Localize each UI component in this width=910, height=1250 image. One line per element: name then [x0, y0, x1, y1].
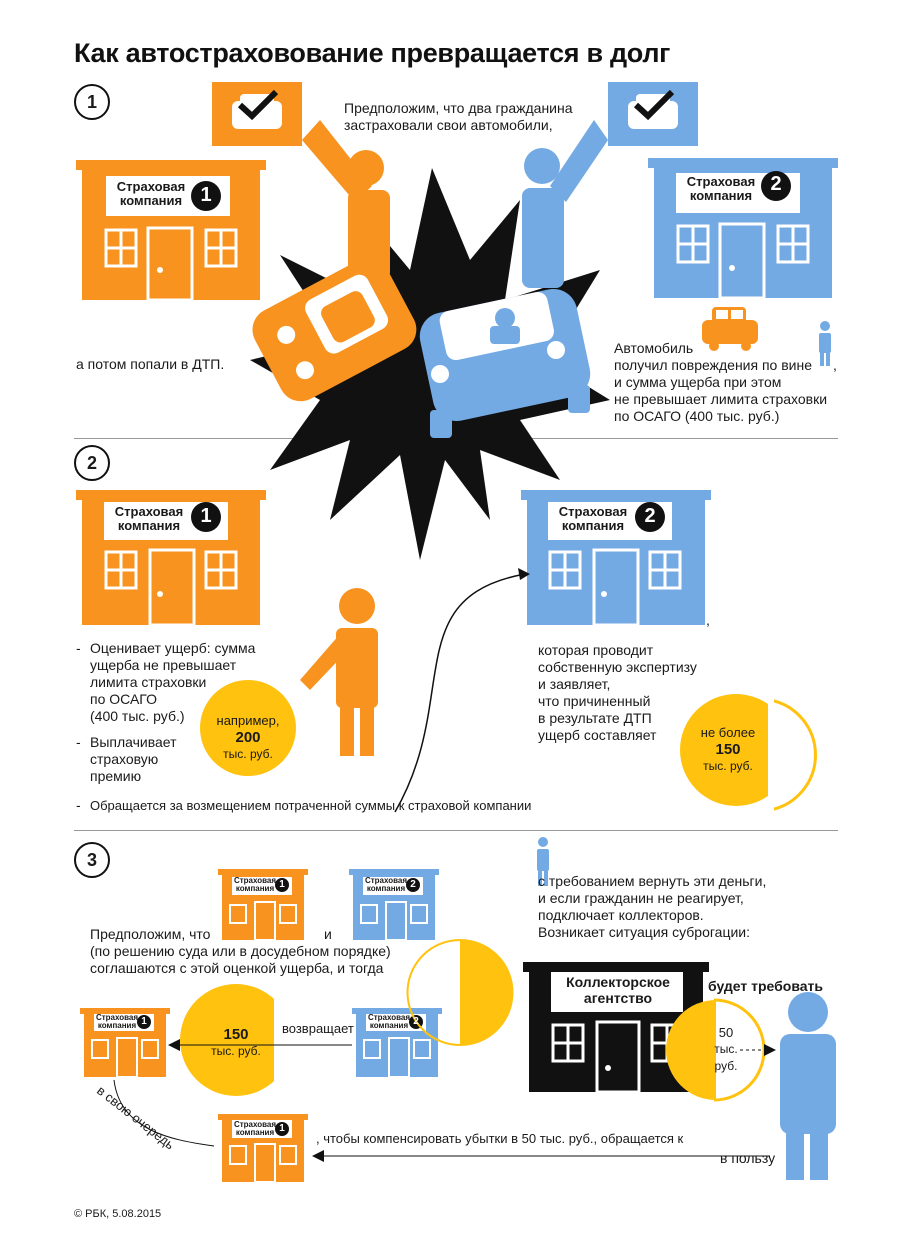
compensate-text: , чтобы компенсировать убытки в 50 тыс. …	[316, 1131, 684, 1146]
dash-2: -	[76, 734, 81, 750]
step-2-badge: 2	[74, 445, 110, 481]
dash-1: -	[76, 640, 81, 656]
amount-200-prefix: например,	[216, 713, 280, 728]
company2-comma: ,	[706, 612, 710, 628]
section-divider-2	[74, 830, 838, 831]
company2-assessment: которая проводит собственную экспертизу …	[538, 642, 697, 743]
damage-line2: получил повреждения по вине	[614, 357, 812, 373]
half-circle-debt-50	[713, 998, 766, 1102]
accident-text: а потом попали в ДТП.	[76, 356, 225, 372]
company-label-line1: Страховая	[367, 1013, 411, 1022]
returns-label: возвращает	[282, 1021, 354, 1036]
mini-num-d: 2	[413, 1016, 419, 1027]
amount-150-prefix: не более	[700, 725, 756, 740]
mini-num-b: 2	[410, 879, 416, 890]
blue-car	[419, 289, 591, 438]
dash-3: -	[76, 797, 81, 813]
return-amount-value: 150	[223, 1026, 249, 1043]
company-label-line2: компания	[689, 188, 753, 203]
suppose-and: и	[324, 926, 332, 942]
amount-200-value: 200	[235, 729, 261, 746]
amount-150-label: не более 150 тыс. руб.	[686, 724, 770, 775]
debt-amount-unit-2: руб.	[714, 1059, 738, 1073]
debt-amount-label: 50 тыс. руб.	[712, 1024, 740, 1075]
blue-citizen-figure	[550, 120, 608, 202]
half-circle-50	[459, 939, 514, 1046]
company-2-number: 2	[770, 173, 782, 195]
company-label-line2: компания	[119, 193, 183, 208]
damage-line3: и сумма ущерба при этом не превышает лим…	[614, 374, 828, 424]
company-label-line1: Страховая	[558, 504, 628, 519]
damage-line2-tail: ,	[833, 357, 837, 373]
amount-150-unit: тыс. руб.	[703, 759, 753, 773]
company-2-label: Страховая компания	[678, 175, 764, 203]
orange-citizen-figure-step2	[300, 588, 378, 756]
company-label-line2: компания	[369, 1021, 409, 1030]
step2-bullet-3: Обращается за возмещением потраченной су…	[90, 798, 532, 813]
will-demand-label: будет требовать	[708, 978, 824, 994]
company-label-line2: компания	[235, 1128, 275, 1137]
intro-text: Предположим, что два гражданина застрахо…	[344, 100, 573, 133]
amount-circle-150	[680, 694, 792, 806]
return-amount-unit: тыс. руб.	[211, 1044, 261, 1058]
company-label-line2: компания	[561, 518, 625, 533]
collector-agency-label-1: Коллекторское	[566, 974, 670, 990]
suppose-text-2: (по решению суда или в досудебном порядк…	[90, 943, 391, 976]
copyright: © РБК, 5.08.2015	[74, 1208, 162, 1220]
company-label-line1: Страховая	[116, 179, 186, 194]
demand-text: с требованием вернуть эти деньги, и если…	[538, 873, 767, 940]
amount-200-label: например, 200 тыс. руб.	[200, 712, 296, 763]
blue-citizen-figure-step3	[780, 992, 836, 1180]
debt-amount-unit-1: тыс.	[714, 1042, 738, 1056]
company-2-number-step2: 2	[644, 505, 656, 527]
small-blue-person-icon	[819, 321, 831, 366]
small-orange-car-icon	[702, 307, 758, 351]
small-blue-person-icon-step3	[537, 837, 549, 886]
company-1-label: Страховая компания	[108, 180, 194, 208]
company-1-number: 1	[200, 184, 212, 206]
claim-arrow	[394, 574, 521, 813]
in-favor-label: в пользу	[720, 1150, 776, 1166]
company-label-line2: компания	[97, 1021, 137, 1030]
company-label-line1: Страховая	[95, 1013, 139, 1022]
suppose-text-1: Предположим, что	[90, 926, 211, 942]
amount-circle-150-step3	[180, 984, 292, 1096]
company-label-line1: Страховая	[114, 504, 184, 519]
amount-circle-200	[200, 680, 296, 776]
company-label-line1: Страховая	[233, 1120, 277, 1129]
amount-150-value: 150	[715, 741, 741, 758]
debt-amount-value: 50	[718, 1025, 734, 1040]
company-label-line2: компания	[366, 884, 406, 893]
company-label-line1: Страховая	[364, 876, 408, 885]
company-1-number-step2: 1	[200, 505, 212, 527]
company-label-line1: Страховая	[233, 876, 277, 885]
step2-bullet-2: Выплачивает страховую премию	[90, 734, 177, 784]
amount-200-unit: тыс. руб.	[223, 747, 273, 761]
company-label-line1: Страховая	[686, 174, 756, 189]
step-1-badge: 1	[74, 84, 110, 120]
return-amount-label: 150 тыс. руб.	[196, 1026, 276, 1060]
step2-bullet-1: Оценивает ущерб: сумма ущерба не превыша…	[90, 640, 256, 724]
company-label-line2: компания	[235, 884, 275, 893]
mini-num-c: 1	[141, 1016, 147, 1027]
orange-car	[252, 258, 417, 402]
mini-num-e: 1	[279, 1123, 285, 1134]
company-label-line2: компания	[117, 518, 181, 533]
page-title: Как автостраховование превращается в дол…	[74, 38, 671, 68]
company-2-label-step2: Страховая компания	[550, 505, 636, 533]
step-3-badge: 3	[74, 842, 110, 878]
collector-agency-label-2: агентство	[583, 990, 653, 1006]
company-1-label-step2: Страховая компания	[106, 505, 192, 533]
damage-line1: Автомобиль	[614, 340, 694, 356]
mini-num-a: 1	[279, 879, 285, 890]
